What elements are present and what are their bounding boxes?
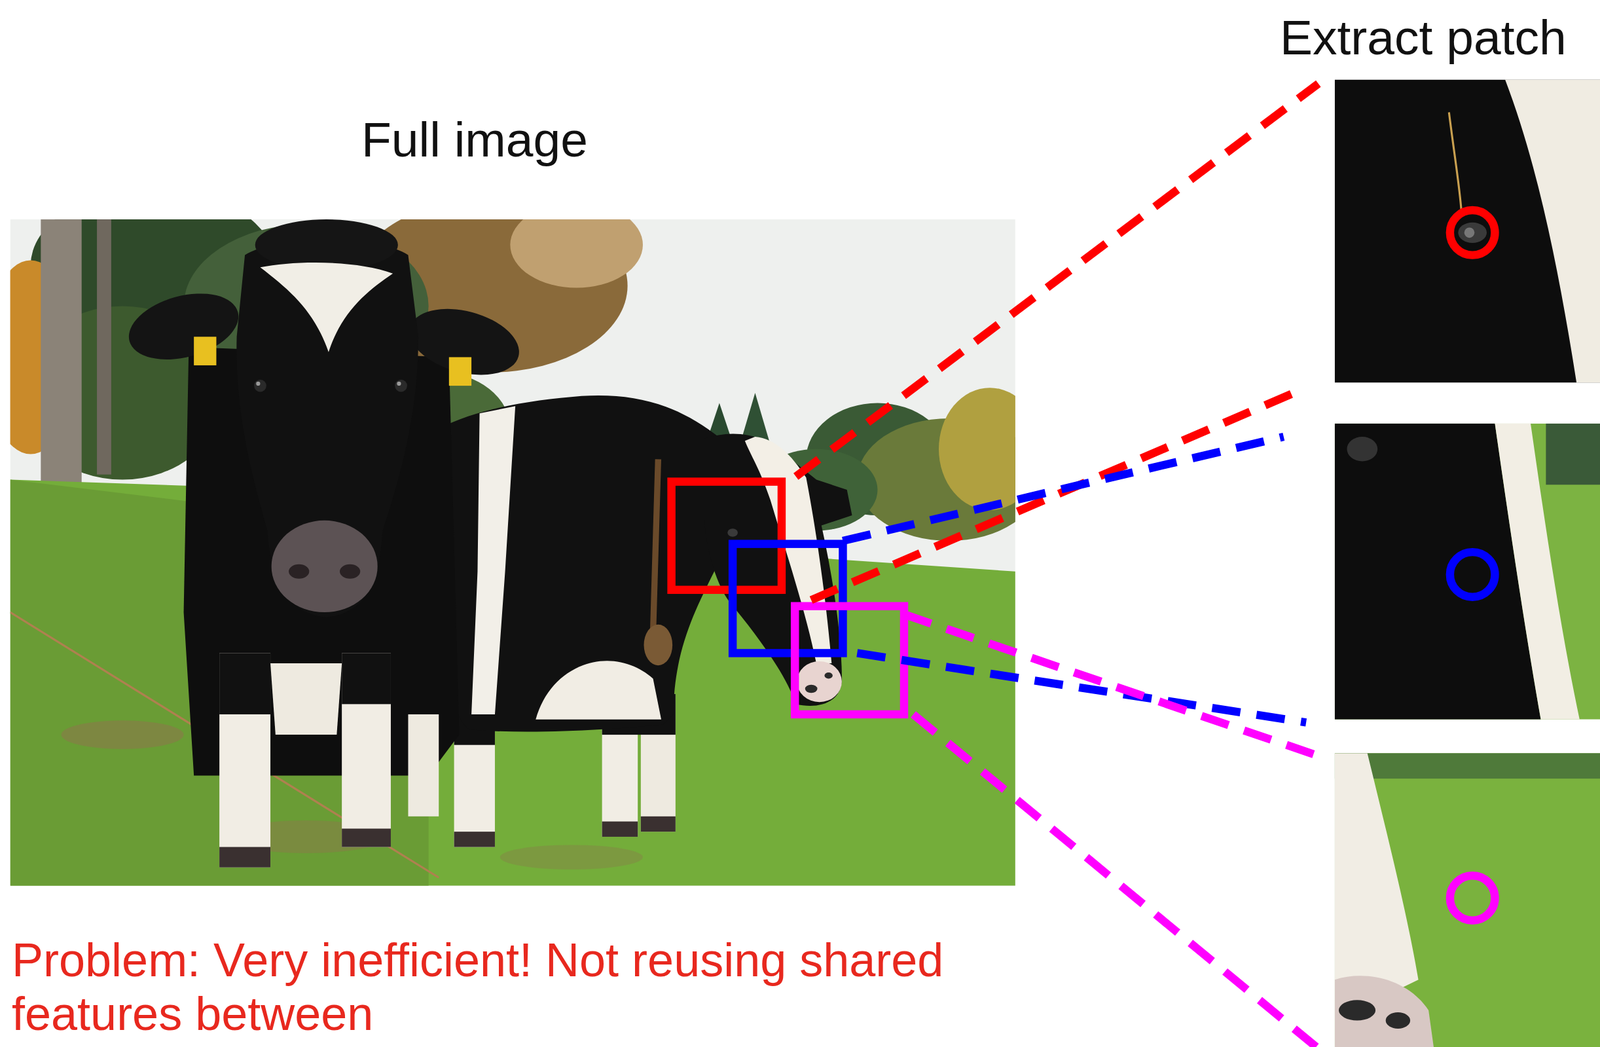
side-cow-part: [535, 660, 662, 719]
magenta-marker: [1450, 875, 1496, 921]
front-cow-part: [271, 520, 378, 613]
front-cow-part: [219, 652, 271, 715]
side-cow-part: [640, 816, 676, 832]
leader-lines-part: [842, 436, 1284, 541]
front-cow-part: [288, 564, 310, 579]
leader-lines-part: [913, 714, 1317, 1047]
front-cow-part: [341, 652, 391, 704]
front-cow-part: [341, 652, 391, 847]
side-cow-part: [644, 624, 673, 666]
front-cow-part: [259, 262, 393, 353]
patch-boxes: [671, 481, 905, 715]
front-cow-part: [121, 282, 247, 371]
image-heading: Full image: [361, 112, 588, 167]
front-cow-part: [341, 828, 391, 847]
magenta-patch-part: [1334, 752, 1600, 779]
red-patch-part: [1457, 222, 1487, 243]
blue-patch-part: [1494, 423, 1580, 720]
column-heading: Extract patch: [1279, 10, 1567, 65]
magenta-patch-part: [1334, 752, 1600, 1047]
magenta-box: [794, 606, 905, 715]
leader-lines: [796, 83, 1319, 1047]
side-cow-part: [805, 684, 818, 693]
side-cow-part: [653, 458, 659, 633]
side-cow-part: [824, 672, 833, 679]
side-cow-part: [454, 831, 495, 847]
front-cow-part: [396, 381, 401, 386]
front-cow-part: [394, 379, 408, 393]
trees-right-part: [938, 387, 1016, 510]
front-cow-part: [401, 297, 527, 387]
front-cow-part: [219, 652, 271, 867]
front-cow-part: [339, 564, 361, 579]
side-cow-part: [745, 436, 832, 664]
front-cow-part: [219, 847, 271, 868]
trees-left-part: [96, 219, 112, 475]
side-cow: [433, 395, 852, 848]
red-marker: [1450, 210, 1496, 256]
blue-patch-part: [1334, 423, 1600, 720]
leader-lines-part: [811, 389, 1301, 600]
side-cow-part: [471, 405, 516, 715]
red-box: [671, 481, 782, 590]
front-cow-part: [193, 336, 217, 366]
side-cow-part: [433, 395, 735, 732]
side-cow-part: [727, 528, 738, 537]
meadow-part: [500, 844, 643, 869]
front-cow-part: [407, 714, 439, 817]
blue-marker: [1450, 551, 1496, 598]
red-patch-part: [1505, 79, 1600, 383]
front-cow-part: [255, 381, 260, 386]
front-cow: [121, 219, 527, 868]
red-patch: [1334, 79, 1600, 383]
leader-lines-part: [904, 614, 1317, 755]
red-patch-part: [1448, 111, 1462, 209]
red-patch-part: [1334, 79, 1600, 383]
side-cow-part: [796, 661, 842, 702]
magenta-patch: [1334, 752, 1600, 1047]
front-cow-part: [449, 356, 472, 386]
problem-note: Problem: Very inefficient! Not reusing s…: [11, 932, 968, 1041]
magenta-patch-part: [1334, 975, 1434, 1047]
side-cow-part: [602, 821, 639, 837]
cow-photo: [10, 219, 1016, 886]
front-cow-part: [255, 219, 399, 271]
trees-left-part: [509, 219, 643, 288]
blue-box: [732, 544, 843, 654]
front-cow-part: [236, 239, 419, 618]
front-cow-part: [254, 379, 267, 393]
magenta-patch-part: [1338, 999, 1376, 1020]
trees-left-part: [40, 219, 82, 495]
leader-lines-part: [856, 652, 1307, 723]
meadow-part: [61, 720, 184, 749]
magenta-patch-part: [1385, 1012, 1411, 1029]
blue-patch-part: [1545, 423, 1600, 486]
front-cow-part: [270, 663, 342, 735]
blue-patch-part: [1346, 436, 1378, 461]
red-patch-part: [1464, 227, 1475, 239]
blue-patch: [1334, 423, 1600, 720]
